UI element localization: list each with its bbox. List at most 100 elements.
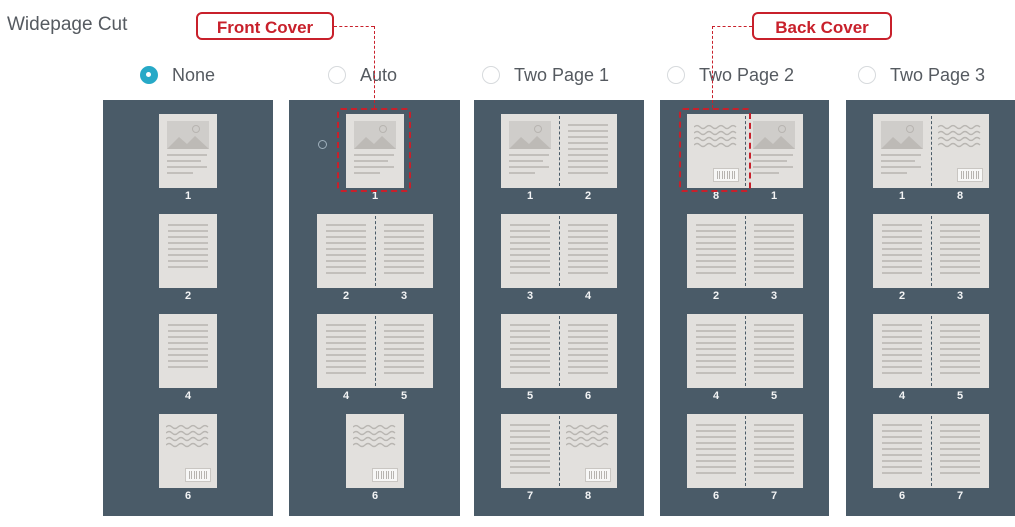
back-cover-page: [931, 114, 989, 188]
text-line: [510, 230, 550, 232]
text-line: [940, 254, 980, 256]
text-line: [568, 136, 608, 138]
text-line: [882, 430, 922, 432]
text-line: [882, 460, 922, 462]
mountain-icon: [509, 136, 551, 149]
back-cover-page: [687, 114, 745, 188]
sun-icon: [534, 125, 542, 133]
barcode-bar: [966, 171, 967, 179]
text-line: [568, 148, 608, 150]
text-line: [384, 372, 424, 374]
text-line: [753, 166, 793, 168]
front-cover-page: [346, 114, 404, 188]
text-line: [510, 260, 550, 262]
barcode-bar: [591, 471, 592, 479]
option-none[interactable]: None: [140, 64, 215, 86]
text-page: [931, 414, 989, 488]
text-line: [882, 372, 922, 374]
radio-icon[interactable]: [140, 66, 158, 84]
text-line: [568, 248, 608, 250]
barcode-bar: [378, 471, 379, 479]
option-two-page-3[interactable]: Two Page 3: [858, 64, 985, 86]
front-cover-page: [745, 114, 803, 188]
spread-fold-line: [931, 416, 932, 486]
text-line: [510, 360, 550, 362]
page-number: 3: [956, 290, 964, 302]
text-line: [510, 466, 550, 468]
text-line: [882, 448, 922, 450]
barcode-bar: [204, 471, 205, 479]
text-line: [384, 360, 424, 362]
text-line: [510, 272, 550, 274]
text-line: [510, 266, 550, 268]
radio-icon[interactable]: [482, 66, 500, 84]
text-line: [568, 266, 608, 268]
radio-icon[interactable]: [667, 66, 685, 84]
text-line: [940, 354, 980, 356]
text-page: [317, 214, 375, 288]
radio-icon[interactable]: [858, 66, 876, 84]
image-placeholder-icon: [881, 121, 923, 149]
page-number: 1: [371, 190, 379, 202]
text-line: [568, 124, 608, 126]
front-cover-leader: [334, 26, 374, 27]
option-two-page-2[interactable]: Two Page 2: [667, 64, 794, 86]
text-line: [568, 324, 608, 326]
page-number: 6: [898, 490, 906, 502]
spread-fold-line: [931, 116, 932, 186]
barcode-bar: [732, 171, 733, 179]
text-line: [882, 324, 922, 326]
text-line: [168, 324, 208, 326]
text-page: [375, 314, 433, 388]
text-line: [696, 430, 736, 432]
wave-pattern-icon: [694, 124, 737, 148]
sun-icon: [778, 125, 786, 133]
text-line: [754, 348, 794, 350]
text-line: [167, 160, 201, 162]
text-line: [168, 348, 208, 350]
mountain-icon: [881, 136, 923, 149]
image-placeholder-icon: [753, 121, 795, 149]
spread-fold-line: [931, 216, 932, 286]
text-line: [882, 348, 922, 350]
text-line: [696, 448, 736, 450]
text-line: [882, 366, 922, 368]
text-page: [687, 214, 745, 288]
barcode-bar: [734, 171, 735, 179]
barcode-bar: [727, 171, 728, 179]
page-number: 1: [526, 190, 534, 202]
text-line: [326, 348, 366, 350]
text-line: [696, 248, 736, 250]
text-line: [568, 260, 608, 262]
text-line: [696, 266, 736, 268]
text-line: [754, 354, 794, 356]
text-page: [687, 414, 745, 488]
text-line: [753, 172, 779, 174]
text-line: [754, 324, 794, 326]
option-two-page-1[interactable]: Two Page 1: [482, 64, 609, 86]
option-label: Auto: [360, 64, 398, 85]
radio-icon[interactable]: [328, 66, 346, 84]
barcode-bar: [961, 171, 962, 179]
text-line: [882, 330, 922, 332]
text-line: [384, 236, 424, 238]
text-line: [754, 424, 794, 426]
text-line: [168, 242, 208, 244]
text-line: [510, 430, 550, 432]
text-page: [375, 214, 433, 288]
text-page: [159, 314, 217, 388]
text-line: [940, 266, 980, 268]
text-line: [510, 472, 550, 474]
text-line: [354, 160, 388, 162]
text-line: [168, 230, 208, 232]
back-cover-callout: Back Cover: [752, 12, 892, 40]
text-line: [384, 254, 424, 256]
text-line: [510, 442, 550, 444]
text-line: [882, 272, 922, 274]
text-line: [696, 224, 736, 226]
option-auto[interactable]: Auto: [328, 64, 397, 86]
text-line: [754, 272, 794, 274]
page-number: 2: [712, 290, 720, 302]
text-line: [754, 460, 794, 462]
text-line: [696, 230, 736, 232]
